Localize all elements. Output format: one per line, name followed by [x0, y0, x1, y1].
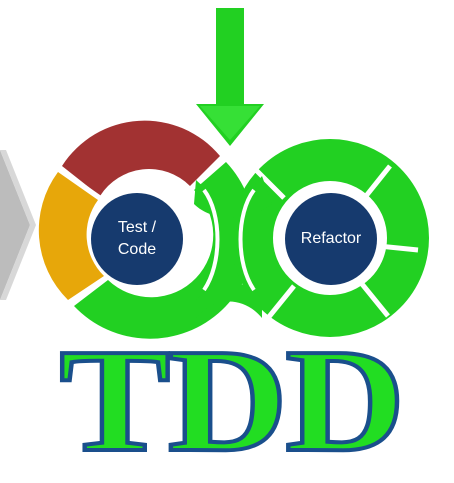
down-arrow-icon — [196, 8, 264, 146]
left-ring-amber-segment — [38, 172, 104, 300]
tdd-title: TDD — [57, 319, 407, 483]
refactor-text: Refactor — [300, 230, 362, 247]
ring-crossover — [194, 176, 272, 318]
test-code-text: Test / Code — [117, 219, 157, 258]
title-container: TDD — [36, 319, 426, 483]
gray-chevron-shadow — [0, 150, 36, 300]
refactor-label: Refactor — [282, 204, 380, 274]
test-code-label: Test / Code — [88, 204, 186, 274]
right-inner-circle — [285, 193, 377, 285]
left-ring-red-segment — [62, 120, 220, 196]
tdd-cycle-diagram — [0, 8, 429, 339]
left-inner-circle — [91, 193, 183, 285]
right-cycle-ring — [231, 139, 429, 337]
gray-chevron-icon — [0, 150, 30, 300]
